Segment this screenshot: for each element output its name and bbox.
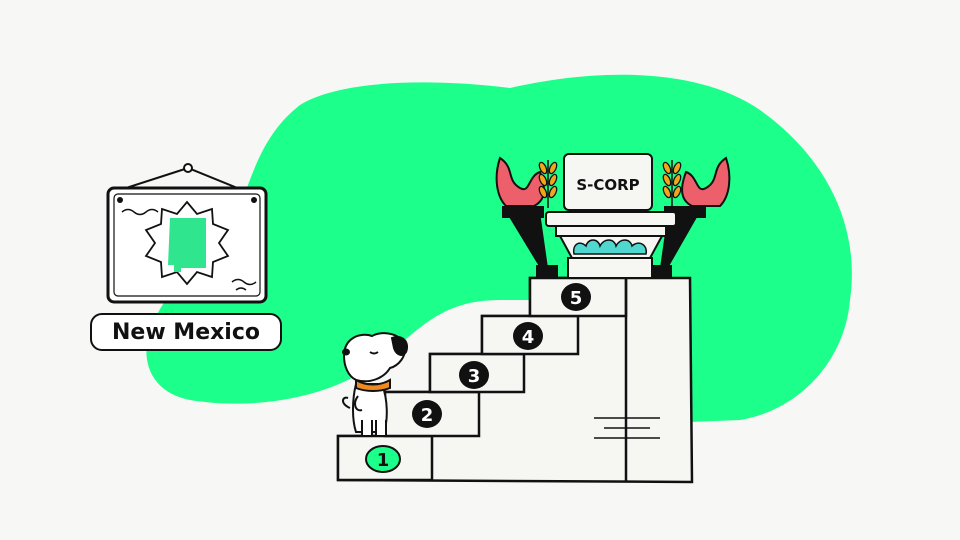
torch-base [536, 265, 558, 277]
pin-icon [117, 197, 123, 203]
flame-icon [681, 156, 731, 207]
pin-icon [251, 197, 257, 203]
dog-leg [375, 420, 387, 437]
s-corp-label: S-CORP [576, 176, 639, 194]
step-number: 4 [522, 327, 535, 348]
dog-leg [361, 420, 373, 437]
step-number: 3 [468, 366, 481, 387]
torch-arm [506, 212, 548, 268]
step-number: 2 [421, 405, 434, 426]
dog-eye [369, 351, 379, 355]
pedestal-base [567, 257, 653, 279]
hook-icon [183, 163, 193, 173]
wheat-left-icon [538, 160, 558, 208]
state-sign [106, 163, 268, 304]
step-badge-5: 5 [561, 283, 591, 311]
dog-ear [390, 336, 408, 356]
ornament-icon [572, 239, 647, 255]
torch-base [650, 265, 672, 277]
squiggle-icon [231, 278, 257, 286]
flame-icon [495, 156, 545, 207]
new-mexico-shape-icon [168, 218, 206, 272]
dog-mascot [342, 332, 408, 437]
dog-nose [342, 348, 350, 356]
torch-cup [502, 206, 544, 218]
pedestal-top [545, 211, 677, 227]
squiggle-icon [235, 287, 247, 291]
s-corp-plaque [563, 153, 653, 211]
step-number: 1 [377, 450, 390, 471]
left-torch [495, 156, 558, 277]
squiggle-icon [121, 208, 159, 216]
step-number: 5 [570, 288, 583, 309]
dog-collar [355, 378, 391, 392]
pedestal: S-CORP [545, 153, 677, 279]
state-name-label: New Mexico [90, 313, 282, 351]
dog-head [342, 332, 406, 383]
sign-inner [113, 193, 261, 297]
step-badge-1: 1 [365, 445, 401, 473]
step-badge-2: 2 [412, 400, 442, 428]
dog-tail [342, 396, 351, 409]
green-blob [146, 74, 852, 422]
pedestal-ring [555, 225, 667, 237]
dog-arm [354, 395, 363, 412]
step-badge-4: 4 [513, 322, 543, 350]
step-badge-3: 3 [459, 361, 489, 389]
wheat-right-icon [662, 160, 682, 208]
